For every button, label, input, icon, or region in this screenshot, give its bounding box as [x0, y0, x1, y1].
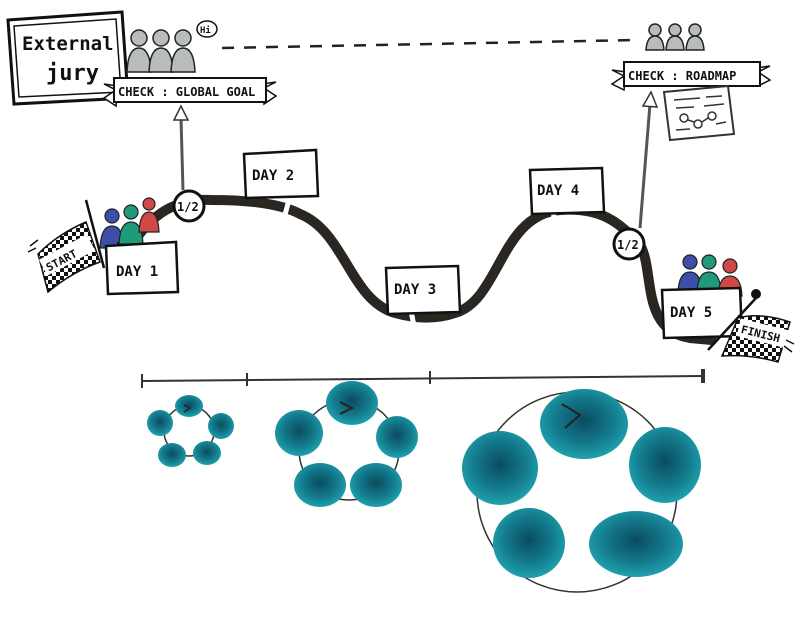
speech-bubble: Hi [196, 20, 218, 38]
day-4-label: DAY 4 [537, 183, 579, 199]
finish-flag: FINISH [707, 289, 795, 363]
growth-cycle-medium-icon [275, 381, 418, 507]
review-arrow-left [172, 104, 190, 191]
day-5-sign: DAY 5 [660, 286, 744, 340]
jury-connector-line [221, 38, 639, 50]
day-2-label: DAY 2 [252, 168, 294, 184]
day-1-sign: DAY 1 [104, 240, 180, 296]
day-3-label: DAY 3 [394, 282, 436, 298]
check-roadmap-ribbon: CHECK : ROADMAP [610, 61, 772, 92]
roadmap-document-icon [662, 84, 736, 142]
review-arrow-right [638, 90, 659, 229]
day-3-sign: DAY 3 [384, 264, 462, 316]
jury-people-right-icon [645, 23, 705, 51]
check-roadmap-label: CHECK : ROADMAP [628, 69, 736, 83]
growth-cycle-small-icon [147, 395, 234, 467]
check-global-goal-ribbon: CHECK : GLOBAL GOAL [102, 77, 278, 108]
review-checkpoint-1: 1/2 [172, 189, 206, 223]
review-1-label: 1/2 [177, 200, 199, 214]
day-5-label: DAY 5 [670, 305, 712, 321]
day-1-label: DAY 1 [116, 264, 158, 280]
team-start-icon [99, 197, 160, 249]
growth-cycle-large-icon [462, 389, 701, 593]
day-2-sign: DAY 2 [242, 148, 320, 200]
external-jury-sign: External jury [6, 10, 130, 106]
check-global-goal-label: CHECK : GLOBAL GOAL [118, 85, 255, 99]
jury-title-line2: jury [46, 61, 99, 86]
speech-bubble-text: Hi [200, 25, 211, 36]
day-4-sign: DAY 4 [528, 166, 606, 216]
jury-title-line1: External [22, 33, 114, 55]
review-2-label: 1/2 [617, 238, 639, 252]
review-checkpoint-2: 1/2 [612, 227, 646, 261]
jury-people-left-icon [126, 29, 196, 73]
start-flag: START [27, 199, 106, 294]
timeline [141, 369, 705, 388]
